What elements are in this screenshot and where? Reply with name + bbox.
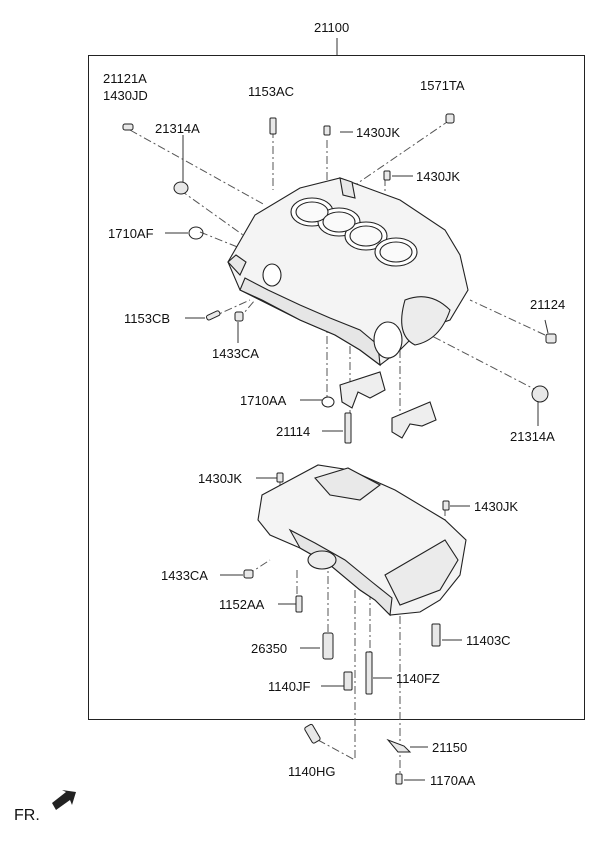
label-1430jk-3: 1430JK: [198, 471, 243, 486]
dowel-1430jk-b: [384, 171, 390, 180]
label-1710af: 1710AF: [108, 226, 154, 241]
label-21114: 21114: [276, 424, 311, 439]
label-21314a-top: 21314A: [155, 121, 200, 136]
bolt-11403c: [432, 624, 440, 646]
front-direction-label: FR.: [14, 807, 40, 824]
plug-1571ta: [446, 114, 454, 123]
dowel-1430jk-a: [324, 126, 330, 135]
dowel-1433ca-b: [244, 570, 253, 578]
bolt-1140hg: [304, 724, 321, 744]
dowel-1433ca-a: [235, 312, 243, 321]
label-1430jk-1: 1430JK: [356, 125, 401, 140]
label-1152aa: 1152AA: [219, 597, 265, 612]
bolt-1140jf: [344, 672, 352, 690]
label-1153cb: 1153CB: [124, 311, 171, 326]
dowel-pin-21121a: [123, 124, 133, 130]
ladder-frame: [258, 465, 466, 615]
assembly-frame: [88, 55, 585, 720]
sensor-26350: [323, 633, 333, 659]
dowel-1430jk-d: [443, 501, 449, 510]
dowel-1430jk-c: [277, 473, 283, 482]
label-26350: 26350: [251, 641, 288, 656]
label-1571ta: 1571TA: [420, 78, 465, 93]
plug-21314a-bot: [532, 386, 548, 402]
bearing-caps: [340, 372, 436, 438]
label-1153ac: 1153AC: [248, 84, 295, 99]
o-ring-1710aa: [322, 397, 334, 407]
label-1430jk-4: 1430JK: [474, 499, 519, 514]
bracket-21150: [388, 740, 410, 752]
label-11403c: 11403C: [466, 633, 511, 648]
bolt-1140fz: [366, 652, 372, 694]
label-1170aa: 1170AA: [430, 773, 476, 788]
label-1430jk-2: 1430JK: [416, 169, 461, 184]
label-1140hg: 1140HG: [288, 764, 336, 779]
label-1710aa: 1710AA: [240, 393, 287, 408]
cylinder-block: [228, 178, 468, 365]
label-21150: 21150: [432, 740, 468, 755]
front-arrow-icon: [52, 790, 76, 810]
bolt-1170aa: [396, 774, 402, 784]
label-1433ca-1: 1433CA: [212, 346, 259, 361]
label-1140jf: 1140JF: [268, 679, 311, 694]
label-1430jd: 1430JD: [103, 88, 148, 103]
label-21124: 21124: [530, 297, 566, 312]
label-1140fz: 1140FZ: [396, 671, 440, 686]
o-ring-1710af: [189, 227, 203, 239]
dowel-21124: [546, 334, 556, 343]
assembly-number: 21100: [314, 20, 350, 35]
label-21314a-bot: 21314A: [510, 429, 555, 444]
bolt-21114: [345, 413, 351, 443]
stud-1153ac: [270, 118, 276, 134]
label-21121a: 21121A: [103, 71, 147, 86]
label-1433ca-2: 1433CA: [161, 568, 208, 583]
plug-21314a-top: [174, 182, 188, 194]
stud-1153cb: [206, 310, 221, 320]
stud-1152aa: [296, 596, 302, 612]
